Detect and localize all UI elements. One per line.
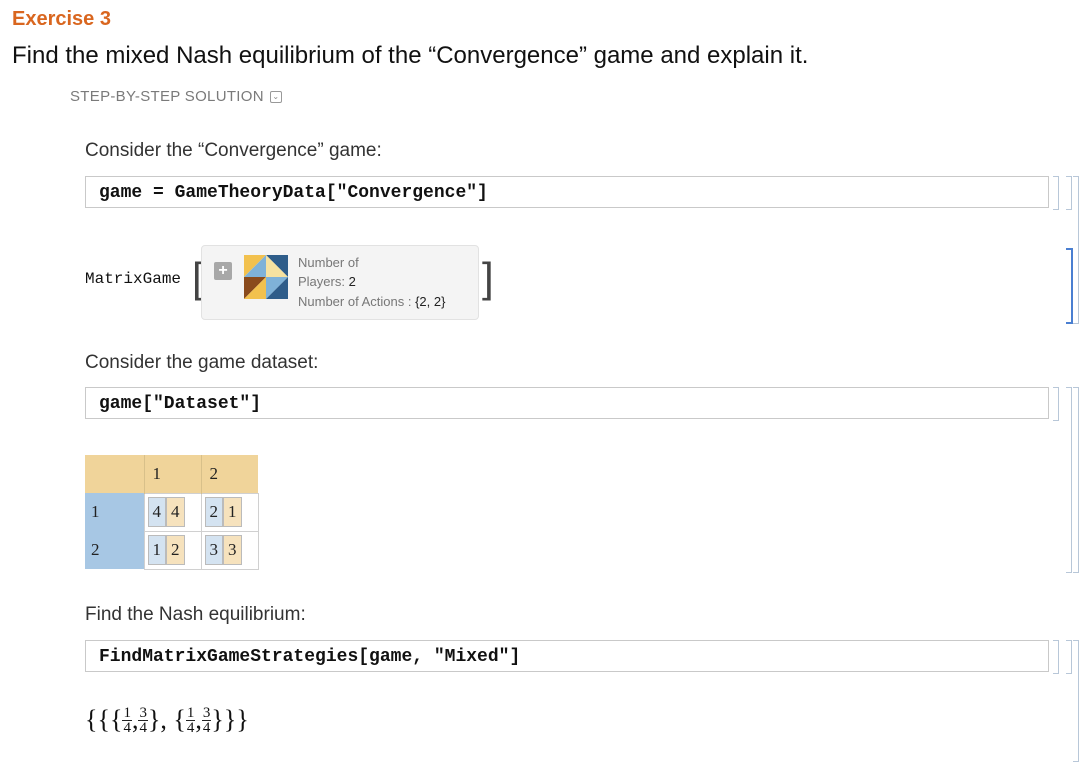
input-cell-1[interactable]: game = GameTheoryData["Convergence"] xyxy=(85,176,1049,208)
expand-plus-icon[interactable]: + xyxy=(214,262,232,280)
fraction-numerator: 3 xyxy=(138,704,148,721)
players-value: 2 xyxy=(348,274,356,289)
fraction-denominator: 4 xyxy=(139,719,147,736)
step-1-text: Consider the “Convergence” game: xyxy=(85,140,382,161)
payoff-player-1: 2 xyxy=(204,497,223,527)
payoff-player-1: 4 xyxy=(147,497,166,527)
actions-label: Number of Actions : xyxy=(298,294,412,309)
result-separator: , xyxy=(131,705,139,734)
right-bracket: ] xyxy=(482,254,494,301)
matrixgame-head: MatrixGame xyxy=(85,270,182,288)
input-cell-2[interactable]: game["Dataset"] xyxy=(85,387,1049,419)
outer-group-bracket[interactable] xyxy=(1073,640,1079,762)
outer-group-bracket[interactable] xyxy=(1073,387,1079,573)
summary-actions: Number of Actions : {2, 2} xyxy=(298,294,445,309)
payoff-matrix-icon xyxy=(244,255,288,299)
corner-cell xyxy=(85,455,144,493)
outer-group-bracket[interactable] xyxy=(1073,176,1079,324)
fraction-numerator: 1 xyxy=(185,704,196,721)
step-3-text: Find the Nash equilibrium: xyxy=(85,604,306,625)
step-by-step-toggle[interactable]: STEP-BY-STEP SOLUTION ⌄ xyxy=(70,88,282,105)
payoff-player-2: 4 xyxy=(166,497,185,527)
players-label: Players: xyxy=(298,274,345,289)
input-cell-3[interactable]: FindMatrixGameStrategies[game, "Mixed"] xyxy=(85,640,1049,672)
chevron-down-icon[interactable]: ⌄ xyxy=(269,90,282,103)
step-2-text: Consider the game dataset: xyxy=(85,352,319,373)
group-bracket[interactable] xyxy=(1066,640,1072,674)
column-header: 2 xyxy=(200,455,258,493)
row-header: 2 xyxy=(85,531,144,569)
summary-players: Players: 2 xyxy=(298,274,356,289)
step-by-step-label: STEP-BY-STEP SOLUTION xyxy=(70,88,264,105)
fraction-numerator: 1 xyxy=(122,704,132,721)
group-bracket[interactable] xyxy=(1066,387,1072,573)
cell-bracket[interactable] xyxy=(1053,640,1059,674)
cell-bracket[interactable] xyxy=(1053,387,1059,421)
exercise-prompt: Find the mixed Nash equilibrium of the “… xyxy=(12,42,809,69)
column-header: 1 xyxy=(143,455,201,493)
fraction-numerator: 3 xyxy=(201,704,212,721)
fraction-denominator: 4 xyxy=(123,719,131,736)
payoff-player-1: 1 xyxy=(147,535,166,565)
payoff-player-1: 3 xyxy=(204,535,223,565)
result-separator: , xyxy=(195,705,202,734)
output-bracket[interactable] xyxy=(1066,248,1073,324)
result-middle-brace: }, { xyxy=(147,705,186,734)
group-bracket[interactable] xyxy=(1066,176,1072,210)
left-bracket: [ xyxy=(192,254,204,301)
actions-value: {2, 2} xyxy=(415,294,446,309)
result-close-brace: }}} xyxy=(211,705,249,734)
payoff-player-2: 1 xyxy=(223,497,242,527)
summary-line-1: Number of xyxy=(298,255,359,270)
exercise-label: Exercise 3 xyxy=(12,8,111,30)
payoff-player-2: 3 xyxy=(223,535,242,565)
row-header: 1 xyxy=(85,493,144,531)
cell-bracket[interactable] xyxy=(1053,176,1059,210)
table-header-row: 1 2 xyxy=(85,455,258,493)
fraction-denominator: 4 xyxy=(202,719,211,736)
payoff-player-2: 2 xyxy=(166,535,185,565)
fraction-denominator: 4 xyxy=(186,719,195,736)
summary-box[interactable]: + Number of Players: 2 Number of Actions… xyxy=(201,245,479,320)
result-open-brace: {{{ xyxy=(85,705,123,734)
